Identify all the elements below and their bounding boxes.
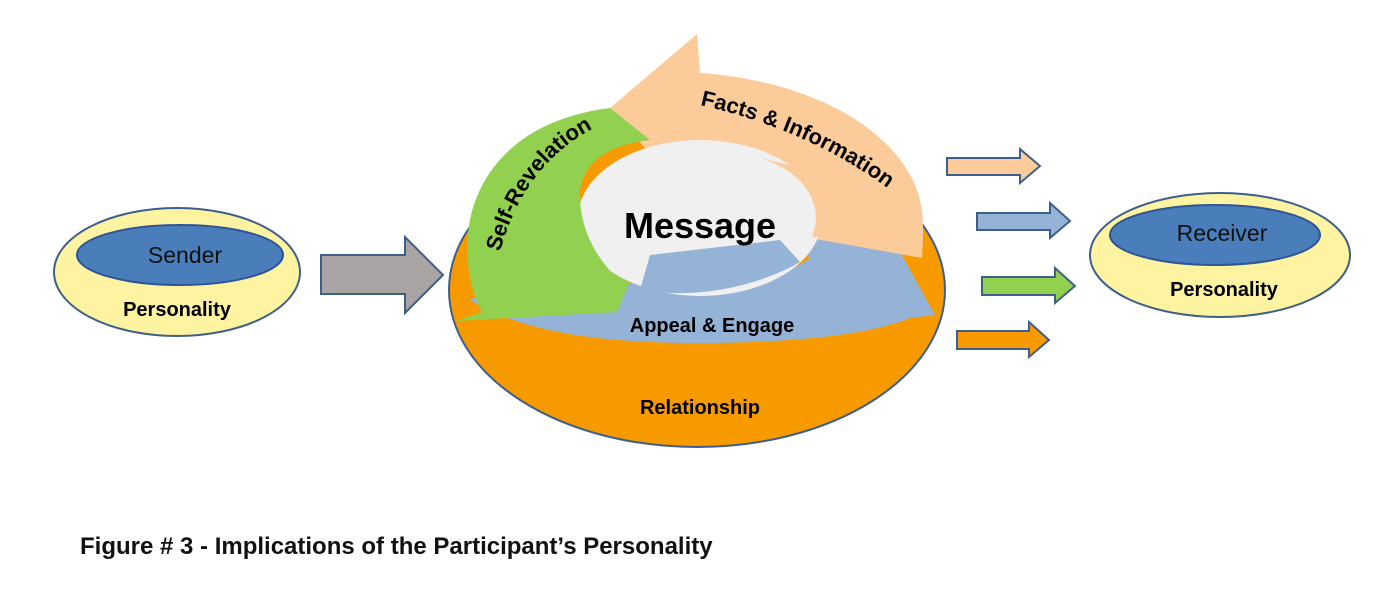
input-arrow xyxy=(320,234,445,316)
appeal-overlap xyxy=(640,240,800,294)
relationship-label: Relationship xyxy=(640,397,760,419)
appeal-engage-label: Appeal & Engage xyxy=(630,315,794,337)
sender-core-ellipse xyxy=(76,224,284,286)
sender-personality-label: Personality xyxy=(123,299,232,321)
appeal-output-arrow xyxy=(976,200,1072,241)
receiver-label: Receiver xyxy=(1177,220,1268,246)
figure-caption: Figure # 3 - Implications of the Partici… xyxy=(80,533,713,560)
self-overlap xyxy=(572,190,625,300)
message-cycle: Message Facts & Information Self-Revelat… xyxy=(448,34,946,448)
relationship-output-arrow xyxy=(956,319,1051,360)
facts-information-arrow xyxy=(610,34,924,258)
appeal-engage-arrow xyxy=(470,228,935,343)
receiver-core-ellipse xyxy=(1109,204,1321,266)
facts-output-arrow xyxy=(946,146,1042,186)
sender-label: Sender xyxy=(148,242,223,268)
receiver-personality-label: Personality xyxy=(1170,279,1279,301)
receiver-node: Receiver Personality xyxy=(1089,192,1351,318)
self-revelation-output-arrow xyxy=(981,265,1077,306)
facts-overlap xyxy=(760,158,850,237)
sender-node: Sender Personality xyxy=(53,207,301,337)
message-label: Message xyxy=(624,205,776,246)
